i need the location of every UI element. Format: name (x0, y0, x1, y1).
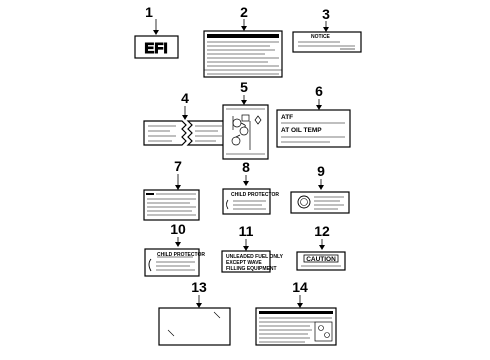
callout-9: 9 (317, 163, 325, 179)
glare-mark (167, 329, 175, 337)
emission-header-bar (207, 34, 279, 38)
at-oil-temp-text: AT OIL TEMP (281, 127, 322, 134)
label-4-right (186, 120, 227, 146)
callout-14: 14 (292, 279, 308, 295)
part-7[interactable]: 7 (143, 158, 200, 221)
child-protector-text: CHILD PROTECTOR (231, 192, 279, 198)
part-3[interactable]: 3 NOTICE (292, 6, 362, 53)
vacuum-valve-icon (254, 115, 262, 125)
arrowhead-8 (243, 181, 249, 186)
part-13[interactable]: 13 (158, 279, 231, 346)
callout-8: 8 (242, 159, 250, 175)
part-12[interactable]: 12 CAUTION (296, 223, 346, 271)
vacuum-hose-lines (232, 116, 251, 150)
arrowhead-3 (323, 27, 329, 32)
efi-text: EFI (144, 40, 167, 57)
label-child-protector-large (144, 248, 200, 277)
lock-icon (148, 258, 152, 272)
arrowhead-11 (243, 246, 249, 251)
label-unleaded (221, 250, 271, 273)
caution-text: CAUTION (306, 256, 336, 263)
label-info-diagram (255, 307, 337, 346)
arrowhead-14 (297, 303, 303, 308)
arrowhead-1 (153, 30, 159, 35)
unleaded-line-1: UNLEADED FUEL ONLY (226, 254, 284, 260)
callout-3: 3 (322, 6, 330, 22)
unleaded-line-2: EXCEPT WAVE (226, 260, 262, 266)
component-sketch (314, 321, 333, 342)
arrowhead-5 (241, 100, 247, 105)
part-4[interactable]: 4 (143, 90, 227, 146)
arrowhead-7 (175, 185, 181, 190)
notice-text: NOTICE (311, 34, 331, 40)
label-9 (290, 191, 350, 214)
callout-4: 4 (181, 90, 189, 106)
part-8[interactable]: 8 CHILD PROTECTOR (222, 159, 279, 215)
part-14[interactable]: 14 (255, 279, 337, 346)
label-child-protector-small (222, 188, 271, 215)
part-9[interactable]: 9 (290, 163, 350, 214)
callout-1: 1 (145, 4, 153, 20)
callout-6: 6 (315, 83, 323, 99)
part-11[interactable]: 11 UNLEADED FUEL ONLY EXCEPT WAVE FILLIN… (221, 223, 284, 273)
part-1[interactable]: 1 EFI (134, 4, 179, 59)
callout-5: 5 (240, 79, 248, 95)
callout-7: 7 (174, 158, 182, 174)
label-blank-film (158, 307, 231, 346)
part-10[interactable]: 10 CHILD PROTECTOR (144, 221, 205, 277)
arrowhead-6 (316, 105, 322, 110)
atf-text: ATF (281, 114, 293, 121)
callout-11: 11 (239, 223, 254, 239)
label-4-left (143, 120, 187, 146)
seal-icon (297, 195, 311, 209)
arrowhead-10 (175, 242, 181, 247)
label-atf (276, 109, 351, 148)
part-5[interactable]: 5 (222, 79, 269, 160)
arrowhead-12 (319, 245, 325, 250)
callout-10: 10 (170, 221, 186, 237)
part-2[interactable]: 2 (203, 4, 283, 78)
unleaded-line-3: FILLING EQUIPMENT (226, 266, 277, 272)
arrowhead-13 (196, 303, 202, 308)
arrowhead-9 (318, 185, 324, 190)
arrowhead-2 (241, 26, 247, 31)
arrowhead-4 (182, 115, 188, 120)
callout-12: 12 (314, 223, 330, 239)
label-vacuum (222, 104, 269, 160)
callout-13: 13 (191, 279, 207, 295)
child-protector-text-large: CHILD PROTECTOR (157, 252, 205, 258)
lock-icon (226, 199, 229, 210)
glare-mark (213, 311, 221, 319)
callout-2: 2 (240, 4, 248, 20)
label-efi (134, 35, 179, 59)
label-caution (296, 251, 346, 271)
part-6[interactable]: 6 ATF AT OIL TEMP (276, 83, 351, 148)
